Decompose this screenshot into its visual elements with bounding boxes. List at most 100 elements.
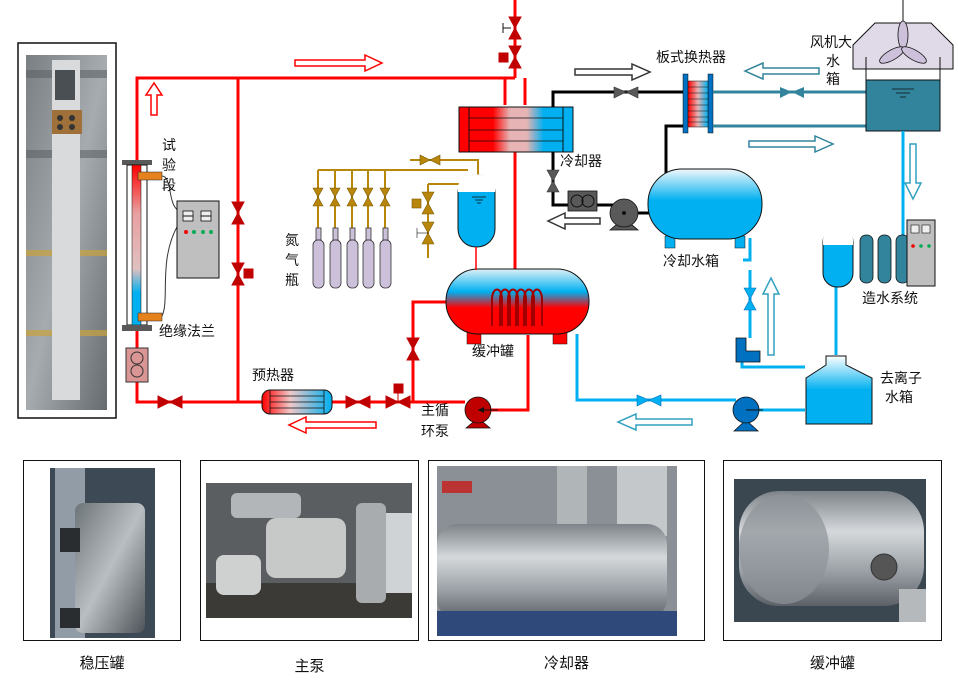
label-fan-tank-2: 水 — [826, 54, 840, 70]
nitrogen-valves[interactable] — [312, 154, 441, 245]
valve-icon — [329, 187, 341, 198]
main-pump[interactable] — [464, 396, 498, 429]
valve-icon — [231, 262, 245, 276]
preheater[interactable] — [261, 389, 333, 415]
cooler-photo-frame — [428, 460, 705, 641]
label-main-pump-1: 主循 — [421, 403, 449, 419]
valve-icon — [508, 26, 522, 40]
buffer-tank-photo — [734, 479, 926, 622]
valve-icon — [613, 86, 627, 99]
valve-icon — [356, 395, 371, 409]
label-test-section-1: 试 — [162, 138, 176, 154]
valve-icon — [406, 347, 420, 361]
flow-meter — [125, 347, 149, 383]
label-deionized-2: 水箱 — [885, 390, 913, 406]
diagram-labels: 试 验 段 绝缘法兰 氮 气 瓶 预热器 主循 环泵 缓冲罐 冷却器 板式换热器… — [159, 35, 922, 440]
arrow-up-icon — [761, 276, 781, 356]
label-insulating-flange: 绝缘法兰 — [159, 324, 215, 340]
tower-flow-arrows — [743, 61, 835, 154]
label-nitrogen-3: 瓶 — [285, 273, 299, 289]
arrow-right-icon — [748, 134, 835, 154]
valve-icon — [385, 395, 400, 409]
control-panel[interactable] — [176, 200, 220, 279]
label-deionized-1: 去离子 — [880, 370, 922, 387]
valve-icon — [508, 45, 522, 59]
test-section[interactable] — [122, 160, 179, 331]
label-cooler: 冷却器 — [560, 154, 602, 170]
valve-icon — [168, 395, 183, 409]
label-nitrogen-1: 氮 — [285, 233, 299, 249]
valve-icon — [508, 55, 522, 69]
arrow-right-icon — [294, 53, 384, 73]
valve-icon — [421, 221, 435, 234]
valve-icon — [406, 337, 420, 351]
valve-icon — [231, 211, 245, 225]
cooling-flow-arrows — [546, 62, 652, 231]
cooling-water-tank[interactable] — [647, 168, 763, 249]
valve-icon — [421, 191, 435, 204]
arrow-left-icon — [287, 415, 377, 435]
main-pump-caption: 主泵 — [294, 657, 325, 675]
valve-icon — [546, 169, 560, 182]
cold-valves[interactable] — [636, 287, 757, 407]
arrow-up-icon — [144, 81, 164, 116]
valve-icon — [419, 154, 431, 166]
plate-heat-exchanger[interactable] — [682, 73, 714, 134]
pressurizer-vessel[interactable] — [457, 174, 496, 271]
valve-icon — [312, 187, 324, 198]
buffer-tank-caption: 缓冲罐 — [809, 654, 855, 672]
label-cooling-water-tank: 冷却水箱 — [663, 254, 719, 270]
nitrogen-piping — [317, 159, 479, 258]
arrow-left-icon — [616, 412, 693, 432]
test-section-photo-frame — [17, 42, 117, 419]
main-pump-photo — [206, 483, 412, 618]
label-water-making: 造水系统 — [862, 291, 918, 307]
label-plate-hx: 板式换热器 — [656, 49, 726, 66]
label-fan-tank-3: 箱 — [826, 72, 840, 88]
cooler-caption: 冷却器 — [543, 654, 589, 672]
label-nitrogen-2: 气 — [285, 253, 299, 269]
pressurizer-photo — [50, 468, 155, 638]
valve-icon — [743, 287, 757, 300]
cold-flow-arrows — [616, 143, 923, 432]
cooling-water-pump[interactable] — [608, 198, 640, 231]
buffer-tank[interactable] — [445, 268, 590, 345]
label-test-section-3: 段 — [162, 178, 176, 194]
fan-water-tank[interactable] — [852, 0, 954, 132]
cooler-photo — [437, 466, 677, 636]
valve-icon — [157, 395, 172, 409]
valve-icon — [396, 395, 411, 409]
cooling-black-valves[interactable] — [546, 86, 639, 193]
label-buffer-tank: 缓冲罐 — [472, 344, 514, 360]
fan-icon — [879, 20, 927, 64]
regulating-valve-block[interactable] — [735, 337, 761, 363]
tower-piping — [713, 90, 866, 128]
valve-icon — [508, 16, 522, 30]
valve-icon — [345, 395, 360, 409]
tower-valve[interactable] — [780, 87, 804, 98]
label-test-section-2: 验 — [162, 158, 176, 174]
pressurizer-photo-frame — [23, 460, 181, 641]
cooler-heat-exchanger[interactable] — [458, 106, 574, 153]
valve-icon — [379, 187, 391, 198]
water-making-system[interactable] — [822, 219, 936, 288]
deionized-water-tank[interactable] — [805, 355, 873, 425]
arrow-left-icon — [546, 211, 601, 231]
nitrogen-bottles[interactable] — [312, 227, 392, 289]
arrow-left-icon — [743, 61, 820, 81]
hot-valves[interactable] — [157, 16, 522, 409]
arrow-right-icon — [574, 62, 652, 82]
pressurizer-caption: 稳压罐 — [79, 654, 125, 672]
main-pump-photo-frame — [200, 460, 419, 641]
label-preheater: 预热器 — [252, 368, 294, 384]
valve-icon — [636, 394, 650, 407]
label-fan-tank-1: 风机大 — [810, 35, 852, 51]
valve-icon — [231, 272, 245, 286]
cooling-filter[interactable] — [567, 190, 598, 212]
valve-icon — [362, 187, 374, 198]
deionized-pump[interactable] — [732, 396, 763, 432]
buffer-tank-photo-frame — [723, 460, 942, 641]
hot-flow-arrows — [144, 53, 384, 435]
arrow-down-icon — [903, 143, 923, 201]
